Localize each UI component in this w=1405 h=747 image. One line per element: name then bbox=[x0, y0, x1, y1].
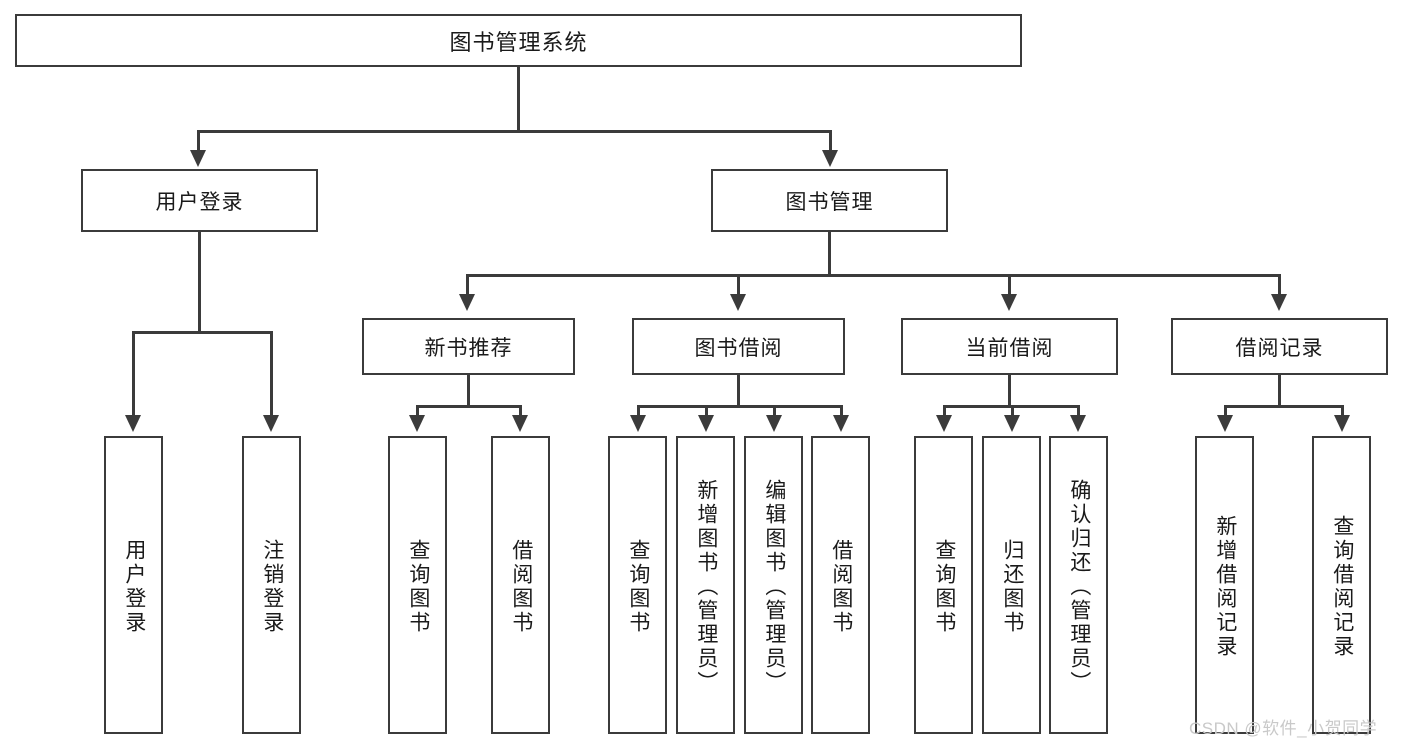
connector-drop-leaf-bb-3 bbox=[773, 405, 776, 417]
node-label: 借阅记录 bbox=[1235, 336, 1324, 360]
arrowhead-new-book-recommend bbox=[459, 294, 475, 311]
connector-drop-leaf-cb-2 bbox=[1011, 405, 1014, 417]
arrowhead-leaf-br-2 bbox=[1334, 415, 1350, 432]
arrowhead-leaf-user-login-2 bbox=[263, 415, 279, 432]
connector-new-book-recommend-bus bbox=[416, 405, 521, 408]
node-label: 用户登录 bbox=[155, 190, 244, 214]
node-label: 新书推荐 bbox=[424, 336, 513, 360]
node-user-login[interactable]: 用户登录 bbox=[81, 169, 318, 232]
connector-drop-book-borrow bbox=[737, 274, 740, 296]
leaf-new-book-recommend-query-book[interactable]: 查询图书 bbox=[388, 436, 447, 734]
connector-drop-leaf-br-1 bbox=[1224, 405, 1227, 417]
connector-drop-leaf-nbr-2 bbox=[519, 405, 522, 417]
watermark-csdn: CSDN @软件_小贺同学 bbox=[1189, 714, 1377, 739]
node-label: 查询借阅记录 bbox=[1330, 515, 1354, 659]
connector-drop-leaf-nbr-1 bbox=[416, 405, 419, 417]
node-label: 借阅图书 bbox=[829, 539, 853, 635]
connector-drop-leaf-cb-3 bbox=[1077, 405, 1080, 417]
leaf-user-login-user-login[interactable]: 用户登录 bbox=[104, 436, 163, 734]
connector-borrow-record-stem bbox=[1278, 375, 1281, 407]
leaf-current-borrow-return-book[interactable]: 归还图书 bbox=[982, 436, 1041, 734]
leaf-user-login-logout[interactable]: 注销登录 bbox=[242, 436, 301, 734]
node-label: 图书管理系统 bbox=[449, 29, 588, 55]
node-borrow-record[interactable]: 借阅记录 bbox=[1171, 318, 1388, 375]
connector-drop-leaf-bb-1 bbox=[637, 405, 640, 417]
arrowhead-leaf-br-1 bbox=[1217, 415, 1233, 432]
arrowhead-book-borrow bbox=[730, 294, 746, 311]
connector-drop-leaf-bb-4 bbox=[840, 405, 843, 417]
connector-book-management-stem bbox=[828, 232, 831, 276]
node-root-book-management-system[interactable]: 图书管理系统 bbox=[15, 14, 1022, 67]
node-label: 注销登录 bbox=[260, 539, 284, 635]
arrowhead-leaf-user-login-1 bbox=[125, 415, 141, 432]
connector-drop-user-login bbox=[197, 130, 200, 152]
node-current-borrow[interactable]: 当前借阅 bbox=[901, 318, 1118, 375]
node-label: 借阅图书 bbox=[509, 539, 533, 635]
connector-drop-leaf-bb-2 bbox=[705, 405, 708, 417]
connector-new-book-recommend-stem bbox=[467, 375, 470, 407]
connector-drop-leaf-br-2 bbox=[1341, 405, 1344, 417]
connector-drop-leaf-user-login-1 bbox=[132, 331, 135, 417]
leaf-book-borrow-add-book[interactable]: 新增图书（管理员） bbox=[676, 436, 735, 734]
connector-borrow-record-bus bbox=[1224, 405, 1343, 408]
arrowhead-leaf-nbr-1 bbox=[409, 415, 425, 432]
leaf-current-borrow-confirm-return[interactable]: 确认归还（管理员） bbox=[1049, 436, 1108, 734]
connector-drop-new-book-recommend bbox=[466, 274, 469, 296]
arrowhead-leaf-cb-2 bbox=[1004, 415, 1020, 432]
node-label: 确认归还（管理员） bbox=[1067, 479, 1091, 695]
connector-level2-bus bbox=[197, 130, 831, 133]
watermark-text: CSDN @软件_小贺同学 bbox=[1189, 719, 1378, 738]
node-new-book-recommend[interactable]: 新书推荐 bbox=[362, 318, 575, 375]
connector-root-stem bbox=[517, 67, 520, 131]
node-label: 图书管理 bbox=[785, 190, 874, 214]
arrowhead-leaf-bb-2 bbox=[698, 415, 714, 432]
arrowhead-leaf-bb-1 bbox=[630, 415, 646, 432]
leaf-borrow-record-query-record[interactable]: 查询借阅记录 bbox=[1312, 436, 1371, 734]
arrowhead-leaf-cb-3 bbox=[1070, 415, 1086, 432]
leaf-current-borrow-query-book[interactable]: 查询图书 bbox=[914, 436, 973, 734]
node-label: 查询图书 bbox=[932, 539, 956, 635]
node-book-borrow[interactable]: 图书借阅 bbox=[632, 318, 845, 375]
node-label: 归还图书 bbox=[1000, 539, 1024, 635]
arrowhead-leaf-bb-4 bbox=[833, 415, 849, 432]
leaf-book-borrow-query-book[interactable]: 查询图书 bbox=[608, 436, 667, 734]
arrowhead-borrow-record bbox=[1271, 294, 1287, 311]
leaf-book-borrow-borrow-book[interactable]: 借阅图书 bbox=[811, 436, 870, 734]
connector-user-login-stem bbox=[198, 232, 201, 333]
connector-drop-book-management bbox=[829, 130, 832, 152]
connector-drop-borrow-record bbox=[1278, 274, 1281, 296]
connector-book-borrow-bus bbox=[637, 405, 842, 408]
connector-level3-bus bbox=[466, 274, 1278, 277]
node-label: 查询图书 bbox=[626, 539, 650, 635]
arrowhead-user-login bbox=[190, 150, 206, 167]
leaf-new-book-recommend-borrow-book[interactable]: 借阅图书 bbox=[491, 436, 550, 734]
arrowhead-current-borrow bbox=[1001, 294, 1017, 311]
connector-current-borrow-stem bbox=[1008, 375, 1011, 407]
node-label: 当前借阅 bbox=[965, 336, 1054, 360]
node-book-management[interactable]: 图书管理 bbox=[711, 169, 948, 232]
connector-user-login-bus bbox=[132, 331, 270, 334]
arrowhead-leaf-nbr-2 bbox=[512, 415, 528, 432]
node-label: 新增图书（管理员） bbox=[694, 479, 718, 695]
arrowhead-leaf-bb-3 bbox=[766, 415, 782, 432]
arrowhead-leaf-cb-1 bbox=[936, 415, 952, 432]
node-label: 编辑图书（管理员） bbox=[762, 479, 786, 695]
connector-drop-leaf-cb-1 bbox=[943, 405, 946, 417]
node-label: 图书借阅 bbox=[694, 336, 783, 360]
leaf-borrow-record-add-record[interactable]: 新增借阅记录 bbox=[1195, 436, 1254, 734]
connector-drop-leaf-user-login-2 bbox=[270, 331, 273, 417]
node-label: 新增借阅记录 bbox=[1213, 515, 1237, 659]
leaf-book-borrow-edit-book[interactable]: 编辑图书（管理员） bbox=[744, 436, 803, 734]
connector-book-borrow-stem bbox=[737, 375, 740, 407]
node-label: 查询图书 bbox=[406, 539, 430, 635]
node-label: 用户登录 bbox=[122, 539, 146, 635]
connector-drop-current-borrow bbox=[1008, 274, 1011, 296]
arrowhead-book-management bbox=[822, 150, 838, 167]
